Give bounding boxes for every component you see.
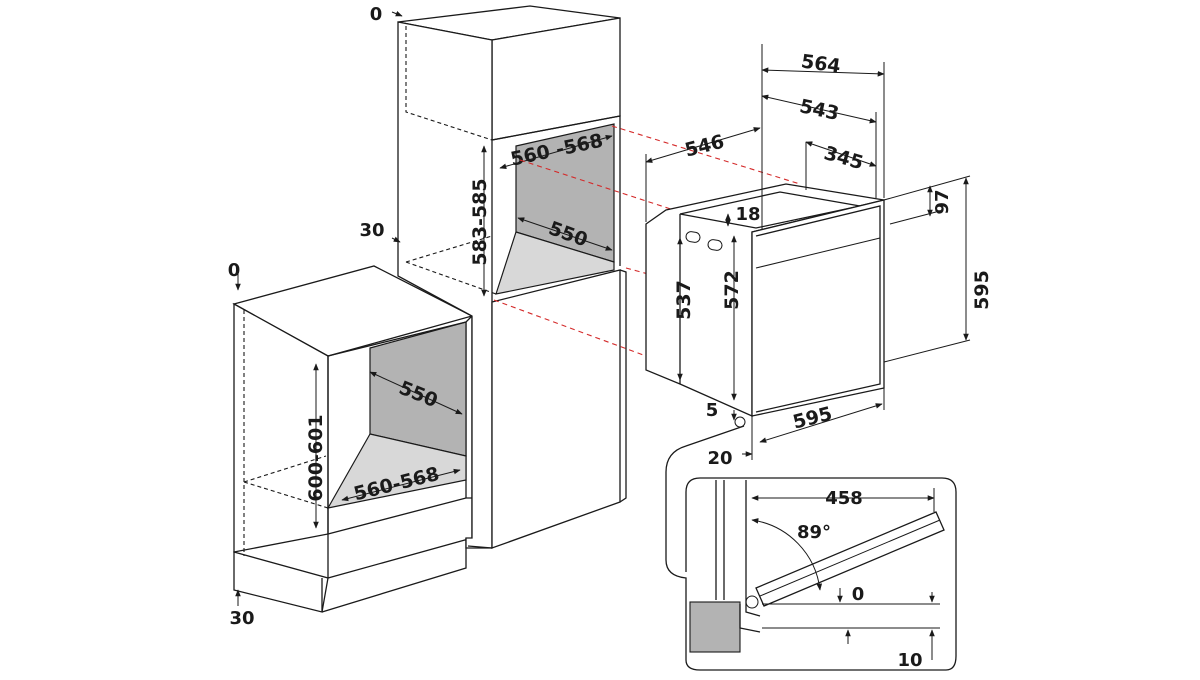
oven-height-572: 572	[721, 270, 743, 310]
base-bottom-clearance: 30	[229, 608, 254, 629]
oven-unit	[645, 44, 971, 460]
oven-gap-20: 20	[707, 448, 732, 469]
oven-depth-345: 345	[822, 142, 866, 174]
oven-dim-97: 97	[932, 189, 953, 214]
base-top-clearance: 0	[228, 260, 241, 281]
oven-depth-546: 546	[683, 131, 727, 162]
door-clearance-10: 10	[897, 650, 922, 671]
oven-height-537: 537	[673, 280, 695, 320]
base-height-label: 600-601	[305, 414, 327, 501]
oven-depth-564: 564	[800, 50, 842, 77]
tall-top-clearance: 0	[370, 4, 383, 25]
tall-cabinet	[391, 5, 627, 549]
oven-dim-18: 18	[735, 204, 760, 225]
oven-width-595: 595	[791, 403, 835, 434]
oven-depth-543: 543	[798, 95, 841, 125]
tall-side-clearance: 30	[359, 220, 384, 241]
alignment-lines	[493, 125, 801, 357]
door-clearance-0: 0	[852, 584, 865, 605]
door-detail-inset	[665, 425, 957, 671]
tall-height-label: 583-585	[469, 178, 491, 265]
oven-gap-5: 5	[706, 400, 719, 421]
door-depth-label: 458	[825, 488, 863, 509]
door-angle-label: 89°	[797, 522, 831, 543]
oven-height-595: 595	[971, 270, 993, 310]
base-cabinet	[232, 265, 474, 613]
